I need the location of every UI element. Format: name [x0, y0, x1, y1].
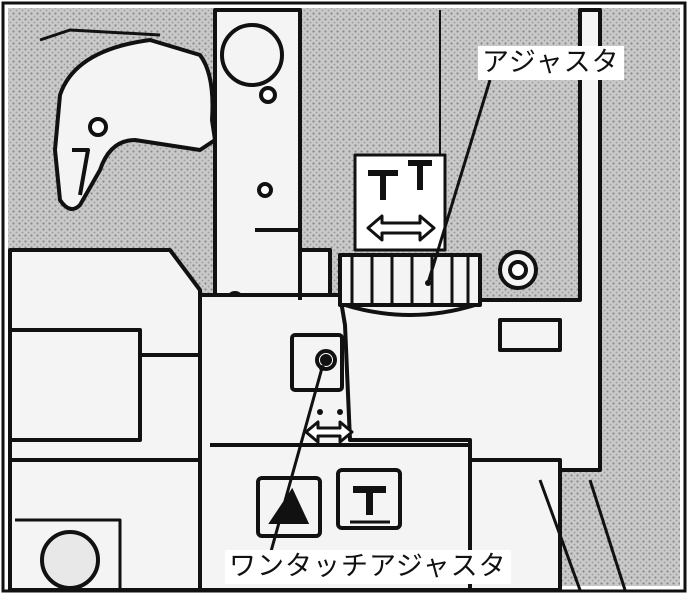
double-arrow-icon — [366, 214, 436, 242]
trigger-assembly — [39, 28, 217, 211]
slider-double-arrow-icon — [304, 409, 354, 444]
one-touch-leader-dot — [319, 365, 325, 371]
adjuster-leader-line — [426, 79, 492, 284]
one-touch-leader-line — [268, 367, 324, 556]
standard-mode-icon — [336, 468, 402, 530]
adjuster-knob — [338, 153, 482, 317]
adjuster-label: アジャスタ — [478, 46, 624, 80]
contact-tip-icon — [368, 160, 432, 200]
adjuster-leader-dot — [425, 280, 431, 286]
magazine-body — [8, 248, 202, 592]
one-touch-adjuster-label: ワンタッチアジャスタ — [225, 550, 511, 584]
